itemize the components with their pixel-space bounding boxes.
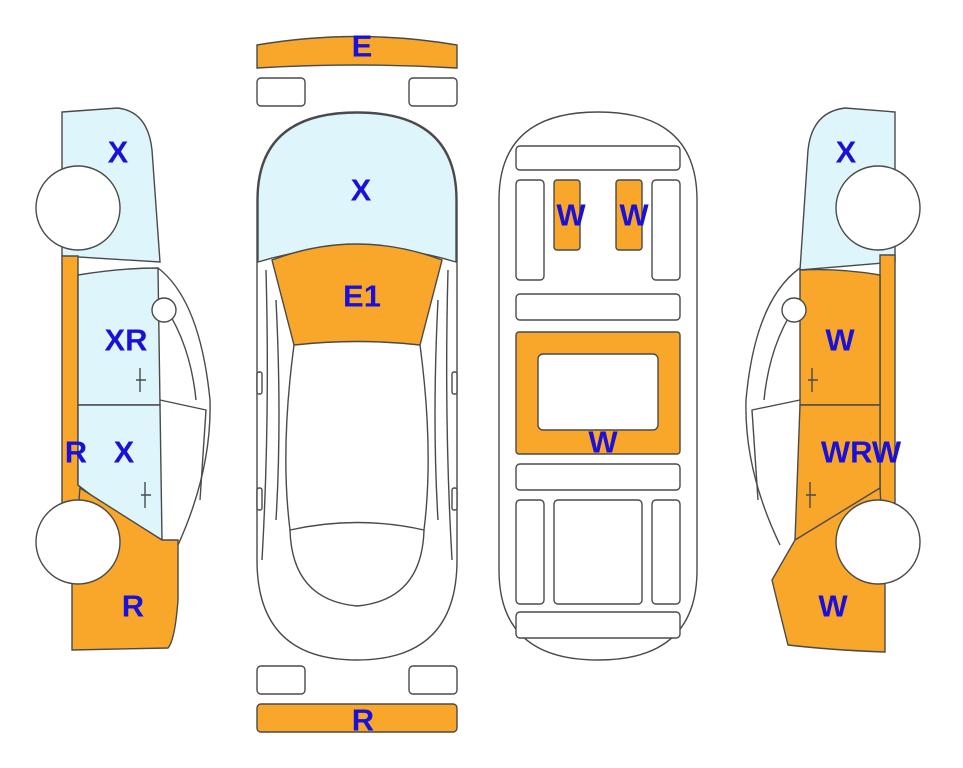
label-left-quarter: R [65,435,87,470]
right-front-wheel [835,499,921,585]
label-right-front-door: WRW [821,435,902,470]
left-front-wheel [35,499,121,585]
left-rear-wheel [35,165,121,251]
label-interior-floor: W [588,425,618,460]
right-rear-door-panel[interactable] [799,268,881,406]
label-right-rear-door: W [825,323,855,358]
label-front-bumper: E [352,29,373,64]
left-side-view: X XR R X R [35,107,211,651]
rear-left-light [256,665,306,695]
hood-panel[interactable] [271,243,443,346]
interior-view: W W W [498,111,698,661]
front-left-light [256,77,306,107]
label-interior-seat-right: W [619,198,649,233]
label-left-rear-glass: X [108,135,129,170]
right-rear-wheel [835,165,921,251]
label-left-rear-door: XR [104,323,147,358]
interior-seat-right-panel[interactable] [615,179,643,251]
label-left-front-fender: R [122,589,144,624]
label-right-front-fender: W [818,589,848,624]
front-right-light [408,77,458,107]
top-view: E X E1 R [256,29,458,738]
label-interior-seat-left: W [556,198,586,233]
label-windshield: X [351,173,372,208]
rear-bumper-panel[interactable] [256,703,458,733]
label-rear-bumper: R [352,703,374,738]
interior-seat-left-panel[interactable] [553,179,581,251]
right-side-view: X W WRW W [745,107,921,653]
label-left-front-door: X [114,435,135,470]
rear-right-light [408,665,458,695]
label-hood: E1 [343,279,381,314]
label-right-rear-glass: X [836,135,857,170]
front-bumper-panel[interactable] [256,35,458,69]
